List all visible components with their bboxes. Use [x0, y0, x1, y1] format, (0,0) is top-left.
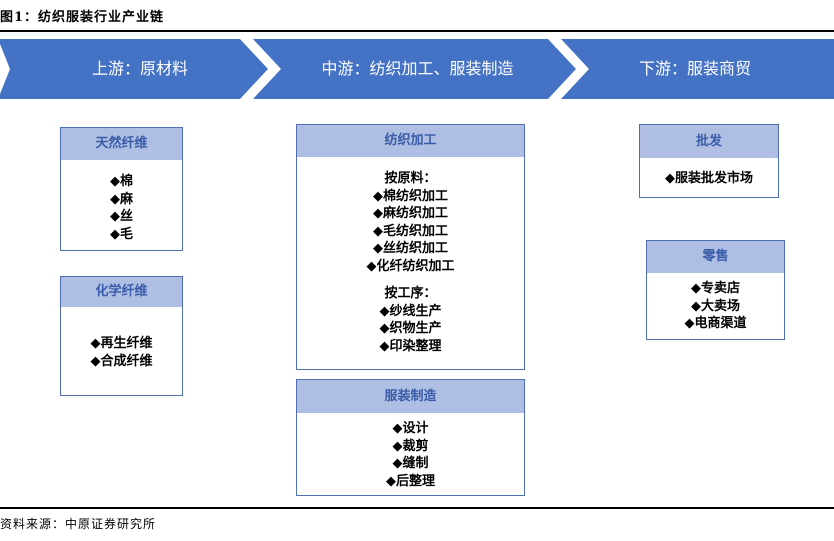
natural-fiber-title: 天然纤维 — [61, 128, 182, 160]
list-item: ◆织物生产 — [379, 321, 442, 336]
list-item: ◆缝制 — [392, 456, 429, 471]
textile-processing-box: 纺织加工 按原料： ◆棉纺织加工 ◆麻纺织加工 ◆毛纺织加工 ◆丝纺织加工 ◆化… — [296, 124, 525, 370]
list-item: ◆丝纺织加工 — [373, 241, 448, 256]
wholesale-title: 批发 — [640, 125, 778, 158]
source-note: 资料来源：中原证券研究所 — [0, 517, 157, 531]
bottom-rule — [0, 507, 834, 509]
garment-manufacturing-box: 服装制造 ◆设计 ◆裁剪 ◆缝制 ◆后整理 — [296, 379, 525, 496]
list-item: ◆丝 — [110, 209, 133, 224]
list-item: ◆棉 — [110, 174, 133, 189]
list-item: ◆裁剪 — [392, 438, 429, 454]
section-gap — [297, 275, 524, 285]
list-item: ◆麻 — [110, 191, 133, 207]
stage-label-downstream: 下游：服装商贸 — [638, 59, 751, 78]
list-item: ◆合成纤维 — [90, 353, 153, 369]
chemical-fiber-list: ◆再生纤维 ◆合成纤维 — [61, 307, 182, 370]
list-item: ◆麻纺织加工 — [373, 206, 448, 221]
stage-label-upstream: 上游：原材料 — [91, 59, 188, 78]
by-material-heading: 按原料： — [384, 171, 437, 186]
list-item: ◆后整理 — [386, 473, 435, 489]
list-item: ◆服装批发市场 — [665, 171, 753, 186]
figure-title: 图1：纺织服装行业产业链 — [0, 10, 165, 25]
wholesale-box: 批发 ◆服装批发市场 — [639, 124, 779, 198]
garment-manufacturing-title: 服装制造 — [297, 380, 524, 413]
retail-title: 零售 — [647, 241, 784, 273]
list-item: ◆专卖店 — [691, 281, 740, 296]
stage-arrow-midstream — [253, 39, 576, 99]
list-item: ◆印染整理 — [379, 338, 442, 354]
list-item: ◆再生纤维 — [90, 336, 153, 351]
list-item: ◆纱线生产 — [379, 303, 442, 319]
natural-fiber-box: 天然纤维 ◆棉 ◆麻 ◆丝 ◆毛 — [60, 127, 183, 251]
stage-arrow-upstream — [0, 39, 268, 99]
list-item: ◆大卖场 — [691, 298, 740, 314]
textile-processing-title: 纺织加工 — [297, 125, 524, 157]
list-item: ◆设计 — [392, 421, 429, 436]
natural-fiber-list: ◆棉 ◆麻 ◆丝 ◆毛 — [61, 160, 182, 243]
by-process-heading: 按工序： — [384, 286, 437, 301]
list-item: ◆电商渠道 — [684, 316, 747, 331]
stage-arrows — [0, 39, 834, 99]
wholesale-list: ◆服装批发市场 — [640, 158, 778, 188]
textile-processing-list: 按原料： ◆棉纺织加工 ◆麻纺织加工 ◆毛纺织加工 ◆丝纺织加工 ◆化纤纺织加工… — [297, 157, 524, 355]
list-item: ◆棉纺织加工 — [373, 188, 448, 204]
list-item: ◆毛 — [110, 226, 133, 242]
list-item: ◆毛纺织加工 — [373, 223, 448, 239]
garment-manufacturing-list: ◆设计 ◆裁剪 ◆缝制 ◆后整理 — [297, 413, 524, 490]
top-rule — [0, 30, 834, 32]
list-item: ◆化纤纺织加工 — [366, 258, 455, 274]
stage-arrow-downstream — [561, 39, 834, 99]
retail-box: 零售 ◆专卖店 ◆大卖场 ◆电商渠道 — [646, 240, 785, 340]
retail-list: ◆专卖店 ◆大卖场 ◆电商渠道 — [647, 273, 784, 333]
chemical-fiber-title: 化学纤维 — [61, 277, 182, 307]
chemical-fiber-box: 化学纤维 ◆再生纤维 ◆合成纤维 — [60, 276, 183, 396]
stage-label-midstream: 中游：纺织加工、服装制造 — [321, 59, 514, 78]
